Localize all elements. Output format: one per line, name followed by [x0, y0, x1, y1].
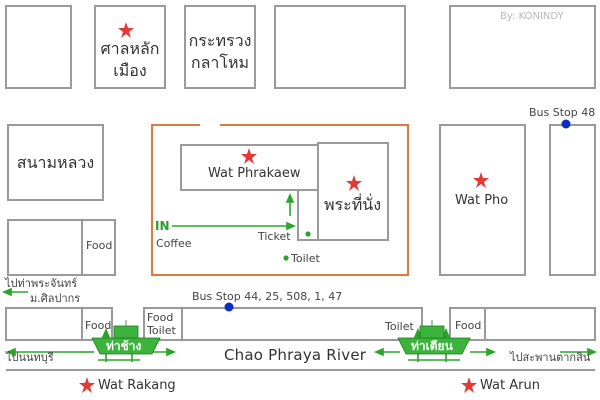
toilet-dot-icon: [283, 255, 289, 261]
arrow-icon: [286, 221, 297, 231]
arrow-icon: [285, 192, 295, 203]
star-icon: [473, 172, 489, 188]
palace-wall: [151, 124, 409, 276]
label-food-toilet-toilet: Toilet: [147, 324, 176, 337]
block-right-thin: [549, 124, 596, 276]
label-bus-stop-main: Bus Stop 44, 25, 508, 1, 47: [192, 290, 343, 303]
label-bus-stop-48: Bus Stop 48: [529, 106, 596, 119]
label-pier-tha-tien: ท่าเตียน: [411, 339, 453, 353]
pier-icon: [91, 320, 161, 355]
bus-stop-icon: [224, 302, 234, 312]
block-river-right: [449, 307, 596, 341]
label-ticket: Ticket: [258, 230, 291, 243]
label-sanam-luang: สนามหลวง: [16, 153, 95, 172]
block-phra-thi-nang: [317, 142, 389, 241]
label-food-toilet-food: Food: [147, 311, 174, 324]
bus-stop-icon: [561, 119, 571, 129]
label-food-right: Food: [455, 319, 482, 332]
label-to-nonthaburi: ไปนนทบุรี: [6, 351, 54, 364]
star-icon: [79, 377, 95, 393]
label-food-left: Food: [86, 239, 113, 252]
arrow-icon: [5, 347, 16, 357]
star-icon: [461, 377, 477, 393]
arrow-icon: [441, 327, 451, 338]
label-coffee: Coffee: [156, 237, 192, 250]
star-icon: [118, 22, 134, 38]
label-entrance: IN: [155, 219, 170, 233]
label-phra-thi-nang: พระที่นั่ง: [324, 195, 382, 214]
star-icon: [241, 148, 257, 164]
arrow-icon: [101, 327, 111, 338]
label-san-lak-mueang: ศาลหลัก เมือง: [100, 39, 160, 80]
arrow-icon: [166, 347, 177, 357]
label-to-tha-phrachan: ไปท่าพระจันทร์: [5, 277, 78, 290]
label-toilet-inner: Toilet: [291, 252, 320, 265]
label-ministry: กระทรวง กลาโหม: [188, 31, 252, 72]
label-wat-arun: Wat Arun: [480, 378, 540, 393]
block-river-left: [5, 307, 113, 341]
label-toilet-right: Toilet: [385, 320, 414, 333]
block-top-1: [5, 5, 72, 89]
block-san-lak-mueang: [94, 5, 166, 89]
arrow-icon: [486, 347, 497, 357]
star-icon: [346, 175, 362, 191]
block-left-food: [7, 219, 116, 276]
label-to-saphan-taksin: ไปสะพานตากสิน: [510, 351, 591, 364]
pier-icon: [397, 320, 471, 355]
label-silpakorn: ม.ศิลปากร: [30, 292, 81, 305]
block-sanam-luang: [7, 124, 104, 201]
label-food-row: Food: [85, 319, 112, 332]
label-river: Chao Phraya River: [224, 346, 367, 364]
toilet-dot-icon: [305, 231, 311, 237]
block-river-long: [181, 307, 423, 341]
block-wat-pho: [439, 124, 526, 276]
label-wat-rakang: Wat Rakang: [98, 378, 176, 393]
label-pier-tha-chang: ท่าช้าง: [106, 339, 142, 353]
arrow-icon: [373, 347, 384, 357]
block-top-4: [274, 5, 406, 89]
block-ministry: [184, 5, 256, 89]
credit-text: By: KONINDY: [500, 11, 564, 22]
arrow-icon: [413, 327, 423, 338]
arrow-icon: [587, 347, 598, 357]
block-ticket-inner: [297, 189, 319, 241]
label-wat-pho: Wat Pho: [455, 193, 509, 208]
block-top-5: [449, 5, 596, 89]
arrow-icon: [1, 287, 12, 297]
label-wat-phrakaew: Wat Phrakaew: [208, 166, 301, 181]
